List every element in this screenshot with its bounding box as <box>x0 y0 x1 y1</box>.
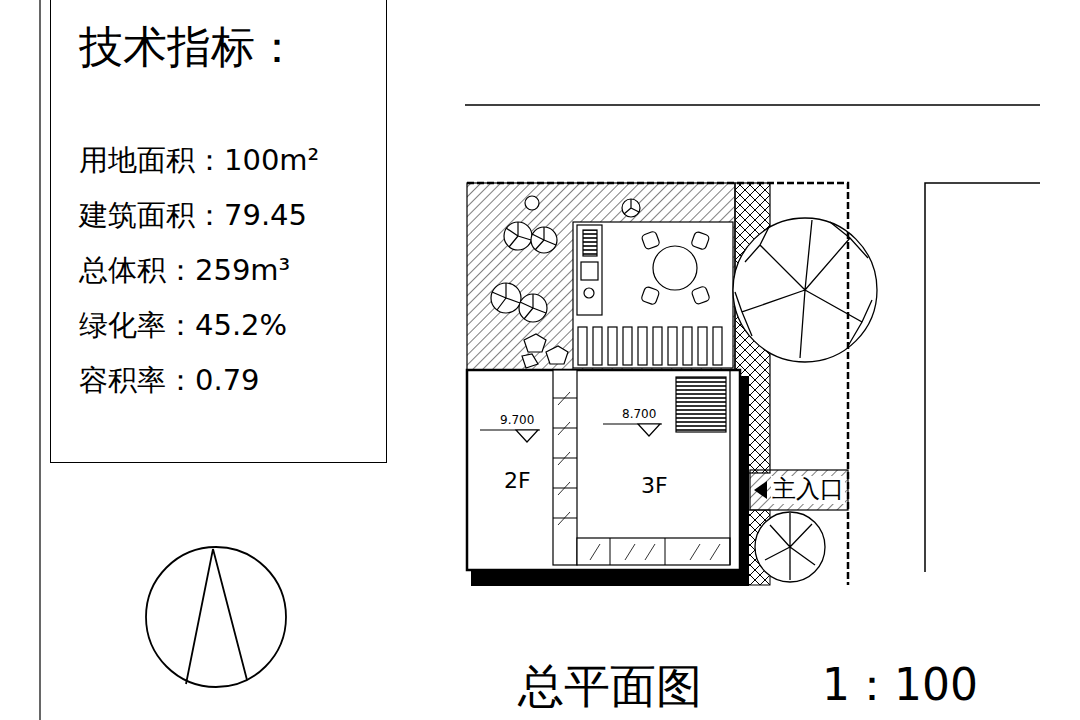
sheet-border <box>39 0 40 720</box>
indicator-line: 总体积：259m³ <box>79 253 290 288</box>
indicator-line: 建筑面积：79.45 <box>79 198 307 233</box>
road-lines <box>465 105 1040 572</box>
shrubs <box>491 196 640 368</box>
indicator-panel: 技术指标： 用地面积：100m² 建筑面积：79.45 总体积：259m³ 绿化率：45… <box>50 0 387 463</box>
floor-label: 2F <box>504 468 531 493</box>
trees <box>733 218 877 582</box>
courtyard <box>573 222 733 368</box>
panel-heading: 技术指标： <box>79 21 299 74</box>
north-arrow <box>146 547 286 687</box>
building <box>467 370 749 586</box>
indicator-line: 容积率：0.79 <box>79 363 260 398</box>
drawing-caption: 总平面图 <box>518 660 702 713</box>
indicator-line: 用地面积：100m² <box>79 143 319 178</box>
indicator-line: 绿化率：45.2% <box>79 308 287 343</box>
entrance-label: 主入口 <box>771 476 845 504</box>
garden-hatch <box>467 183 735 370</box>
elevation-mark: 9.700 <box>500 414 534 428</box>
site-boundary <box>467 183 848 585</box>
scale-ratio: 1：100 <box>822 660 978 711</box>
elevation-mark: 8.700 <box>622 408 656 422</box>
entrance-box <box>750 470 848 510</box>
floor-label: 3F <box>641 473 668 498</box>
